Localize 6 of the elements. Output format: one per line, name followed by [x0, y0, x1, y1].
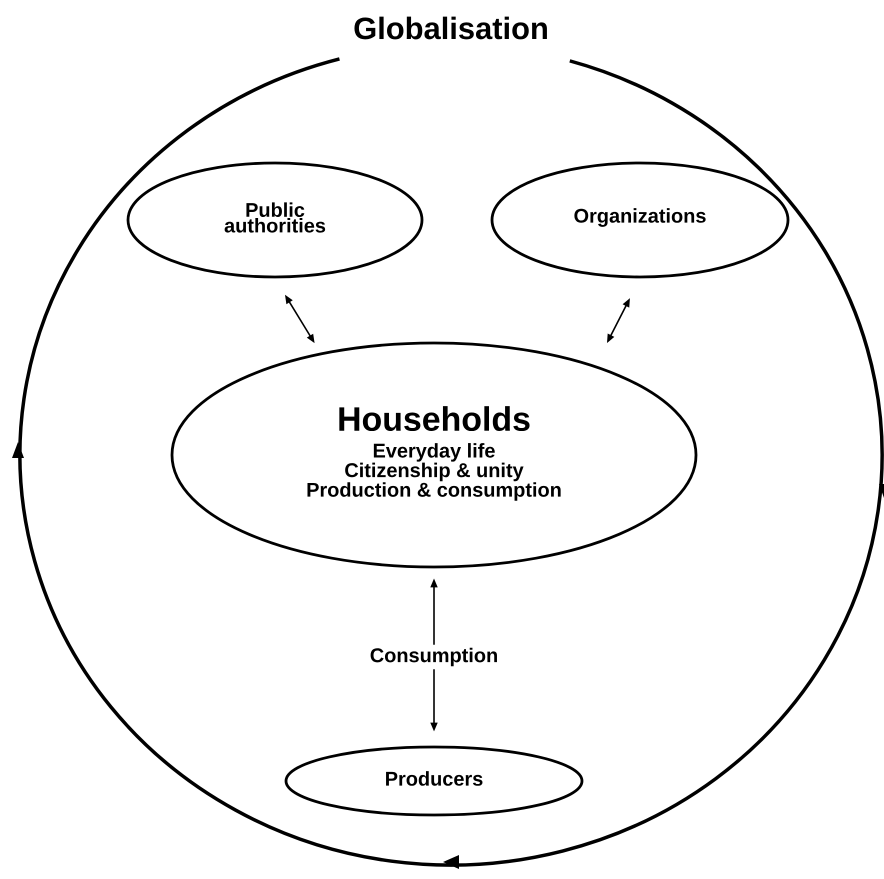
- title: Globalisation: [354, 16, 547, 40]
- ellipse-node: Producers: [284, 746, 584, 816]
- ellipse-node: Households Everyday life Citizenship & unity Production & consumption: [170, 342, 698, 568]
- ellipse-node: Public authorities: [126, 162, 424, 278]
- ellipse-node: Organizations: [490, 162, 790, 278]
- edge-label: Consumption: [366, 644, 502, 670]
